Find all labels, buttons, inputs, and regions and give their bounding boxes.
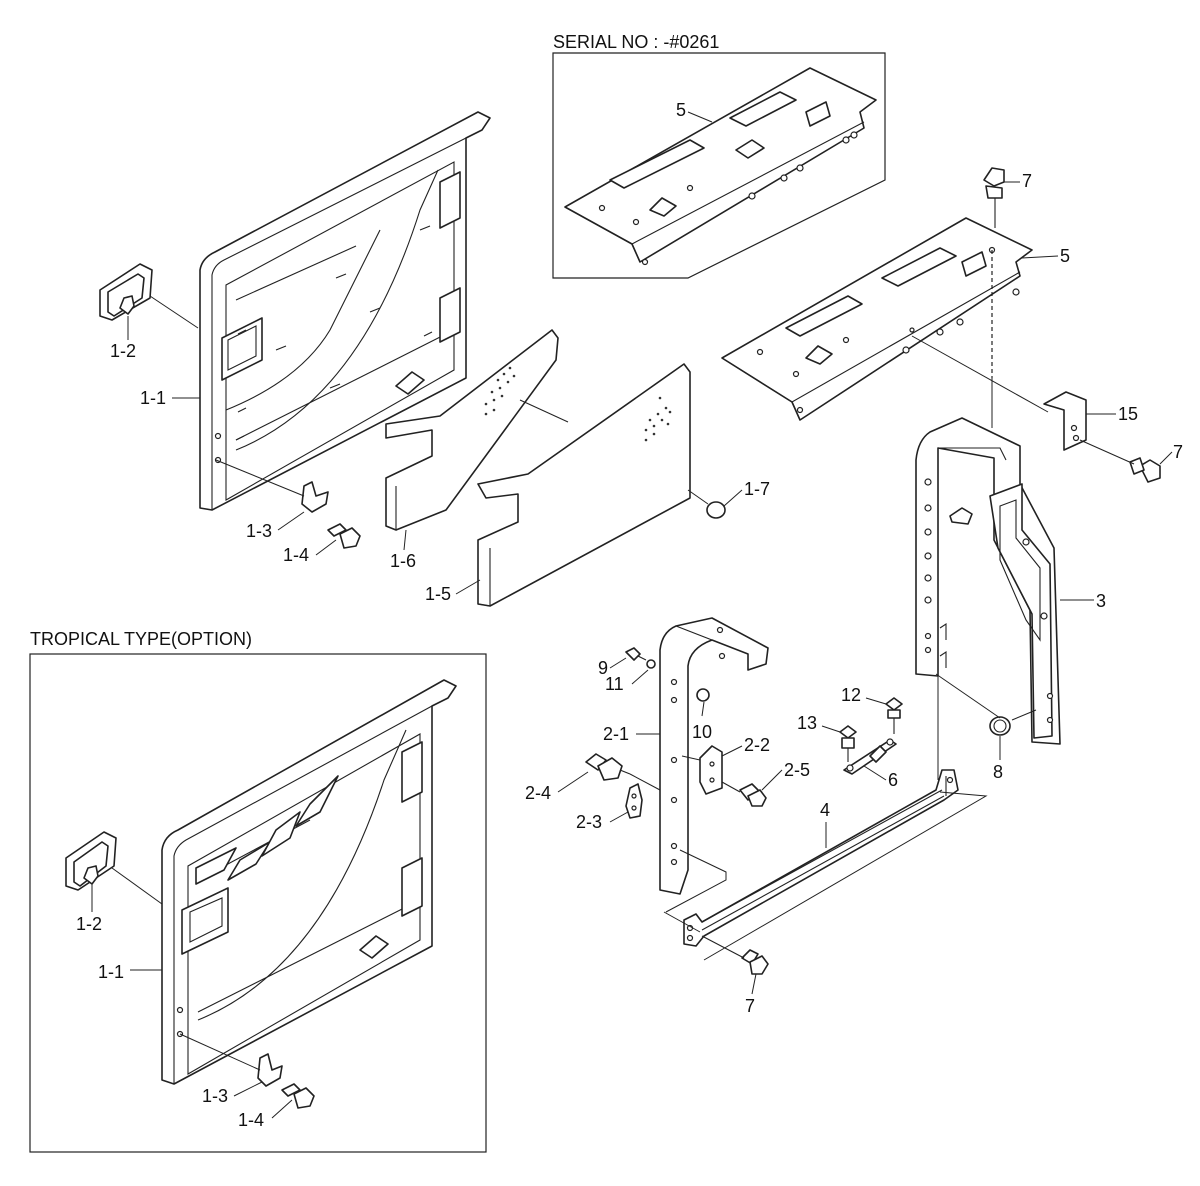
label-2-2: 2-2 [744,735,770,755]
label-2-4: 2-4 [525,783,551,803]
bolt-1-4-tropical [281,1083,315,1109]
bolt-12 [885,697,903,734]
bracket-5 [721,217,1033,421]
label-4: 4 [820,800,830,820]
label-1-2-top: 1-2 [110,341,136,361]
label-1-4-top: 1-4 [283,545,309,565]
grill-frame-1-1-tropical [161,679,457,1085]
label-1-4-tropical: 1-4 [238,1110,264,1130]
upright-3 [915,417,1061,745]
plug-1-7 [687,489,726,519]
bolt-7-top [983,167,1005,228]
stay-6 [843,738,897,775]
bolt-1-4-top [327,523,361,549]
bracket-5-serial [564,67,877,266]
clip-2-3 [625,783,643,819]
bolt-2-5 [721,781,767,807]
label-9: 9 [598,658,608,678]
label-5-serial: 5 [676,100,686,120]
label-1-1-top: 1-1 [140,388,166,408]
nut-10 [696,688,710,702]
label-1-6: 1-6 [390,551,416,571]
label-7-right: 7 [1173,442,1183,462]
plug-8 [935,673,1037,736]
serial-number-title: SERIAL NO : -#0261 [553,32,719,52]
label-2-3: 2-3 [576,812,602,832]
latch-1-2-tropical [65,831,117,891]
label-2-5: 2-5 [784,760,810,780]
bolt-2-4 [585,753,631,781]
label-11: 11 [605,674,624,694]
washer-11 [646,659,656,669]
label-1-3-tropical: 1-3 [202,1086,228,1106]
tropical-type-title: TROPICAL TYPE(OPTION) [30,629,252,649]
upright-2-1 [659,617,769,895]
clip-1-3-tropical [179,1033,283,1087]
label-12: 12 [841,685,861,705]
label-1-7: 1-7 [744,479,770,499]
clip-1-3-top [215,459,329,513]
label-1-1-tropical: 1-1 [98,962,124,982]
label-7-top: 7 [1022,171,1032,191]
label-1-3-top: 1-3 [246,521,272,541]
clip-2-2 [681,745,723,795]
label-1-2-tropical: 1-2 [76,914,102,934]
label-1-5: 1-5 [425,584,451,604]
bolt-9 [625,647,647,661]
bolt-7-right [1129,457,1161,483]
bolt-7-bottom [701,935,769,975]
label-6: 6 [888,770,898,790]
label-3: 3 [1096,591,1106,611]
serial-number-box: SERIAL NO : -#0261 5 [552,32,886,279]
tropical-type-box: TROPICAL TYPE(OPTION) 1-1 [29,629,487,1153]
panel-1-5 [477,363,691,607]
label-7-bottom: 7 [745,996,755,1016]
grill-frame-1-1 [199,111,491,511]
label-10: 10 [692,722,712,742]
label-8: 8 [993,762,1003,782]
cross-bar-4 [663,674,988,961]
bolt-13 [839,725,857,762]
latch-1-2-top [99,263,153,321]
label-5: 5 [1060,246,1070,266]
label-2-1: 2-1 [603,724,629,744]
label-13: 13 [797,713,817,733]
label-15: 15 [1118,404,1138,424]
bracket-15 [1043,391,1087,451]
panel-1-6 [385,329,559,531]
